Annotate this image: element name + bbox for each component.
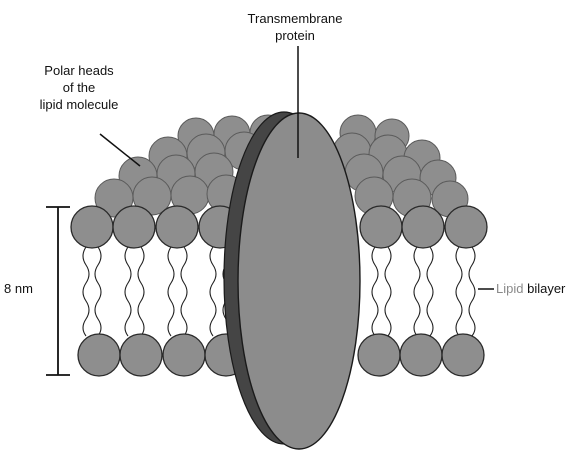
lipid-bilayer-label: Lipid bilayer — [496, 280, 565, 297]
lipid-tail — [414, 247, 420, 336]
lipid-word: Lipid — [496, 281, 523, 296]
polar-head — [120, 334, 162, 376]
protein-label-line2: protein — [220, 27, 370, 44]
polar-head — [400, 334, 442, 376]
thickness-bracket — [46, 207, 70, 375]
polar-head — [113, 206, 155, 248]
lipid-tail — [83, 247, 89, 336]
protein-label-line1: Transmembrane — [220, 10, 370, 27]
lipid-tail — [181, 247, 187, 336]
lipid-tail — [95, 247, 101, 336]
polar-head — [71, 206, 113, 248]
transmembrane-protein-label: Transmembrane protein — [220, 10, 370, 44]
lipid-tail — [210, 247, 216, 336]
polar-heads-pointer — [100, 134, 140, 166]
polar-head — [358, 334, 400, 376]
lipid-tail — [456, 247, 462, 336]
polar-head — [163, 334, 205, 376]
polar-heads-label-line3: lipid molecule — [20, 96, 138, 113]
polar-head — [360, 206, 402, 248]
lipid-tail — [125, 247, 131, 336]
polar-head — [442, 334, 484, 376]
polar-head — [402, 206, 444, 248]
transmembrane-protein — [224, 112, 360, 449]
thickness-label: 8 nm — [4, 280, 33, 297]
lipid-tail — [372, 247, 378, 336]
lipid-tail — [138, 247, 144, 336]
polar-heads-label-line2: of the — [20, 79, 138, 96]
bilayer-word: bilayer — [527, 281, 565, 296]
polar-heads-label: Polar heads of the lipid molecule — [20, 62, 138, 113]
polar-head — [78, 334, 120, 376]
lipid-tail — [427, 247, 433, 336]
protein-body — [238, 113, 360, 449]
lipid-tail — [168, 247, 174, 336]
lipid-tail — [469, 247, 475, 336]
polar-heads-label-line1: Polar heads — [20, 62, 138, 79]
polar-head — [445, 206, 487, 248]
lipid-tail — [385, 247, 391, 336]
polar-head — [156, 206, 198, 248]
